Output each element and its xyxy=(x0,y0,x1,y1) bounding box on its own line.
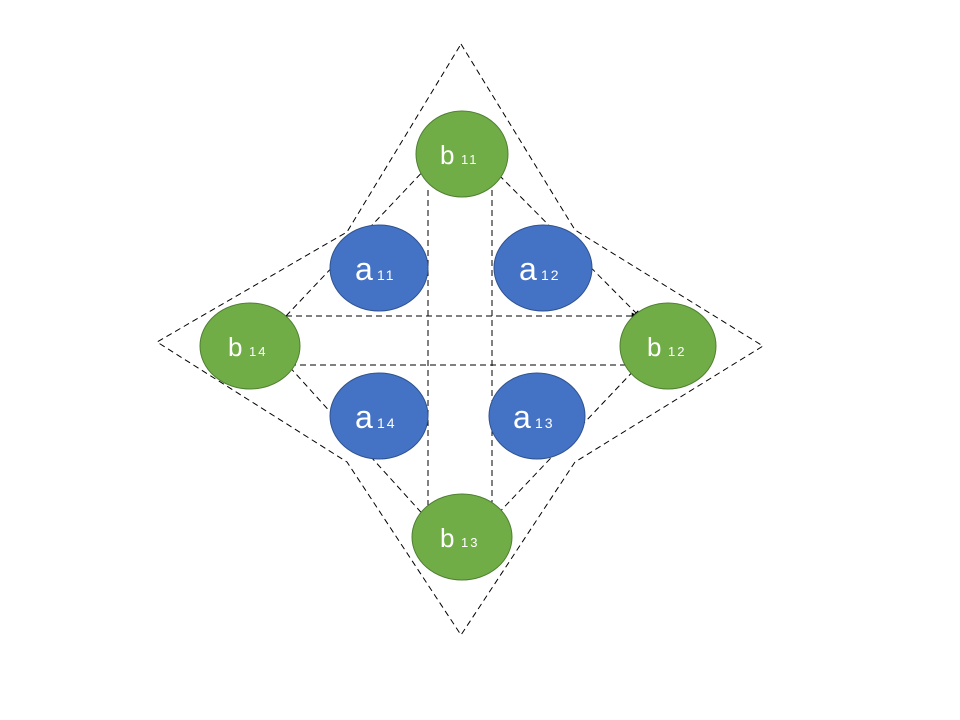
node-a11-circle xyxy=(329,224,429,312)
node-a12: a 12 xyxy=(493,224,593,312)
node-a11-subscript: 11 xyxy=(377,267,396,283)
node-b11: b 11 xyxy=(415,110,509,198)
node-a11: a 11 xyxy=(329,224,429,312)
node-b11-subscript: 11 xyxy=(461,152,479,167)
node-a12-letter: a xyxy=(519,251,537,287)
node-b12-subscript: 12 xyxy=(668,344,686,359)
node-a14-subscript: 14 xyxy=(377,415,397,431)
node-b12-circle xyxy=(619,302,717,390)
node-a11-letter: a xyxy=(355,251,373,287)
node-b13: b 13 xyxy=(411,493,513,581)
node-a13-subscript: 13 xyxy=(535,415,555,431)
node-a14-circle xyxy=(329,372,429,460)
node-a14: a 14 xyxy=(329,372,429,460)
node-b12-letter: b xyxy=(647,332,661,362)
node-a14-letter: a xyxy=(355,399,373,435)
node-a13-letter: a xyxy=(513,399,531,435)
node-b11-letter: b xyxy=(440,140,454,170)
node-b12: b 12 xyxy=(619,302,717,390)
node-a12-circle xyxy=(493,224,593,312)
node-b13-circle xyxy=(411,493,513,581)
arrow-b12-to-b13 xyxy=(491,363,641,521)
node-b13-letter: b xyxy=(440,523,454,553)
node-a13-circle xyxy=(488,372,586,460)
outer-star-outline xyxy=(156,43,764,636)
node-a13: a 13 xyxy=(488,372,586,460)
node-b14: b 14 xyxy=(199,302,301,390)
node-b11-circle xyxy=(415,110,509,198)
node-b13-subscript: 13 xyxy=(461,535,479,550)
node-b14-circle xyxy=(199,302,301,390)
node-b14-subscript: 14 xyxy=(249,344,267,359)
node-a12-subscript: 12 xyxy=(541,267,561,283)
node-b14-letter: b xyxy=(228,332,242,362)
connector-arrows xyxy=(285,165,641,523)
